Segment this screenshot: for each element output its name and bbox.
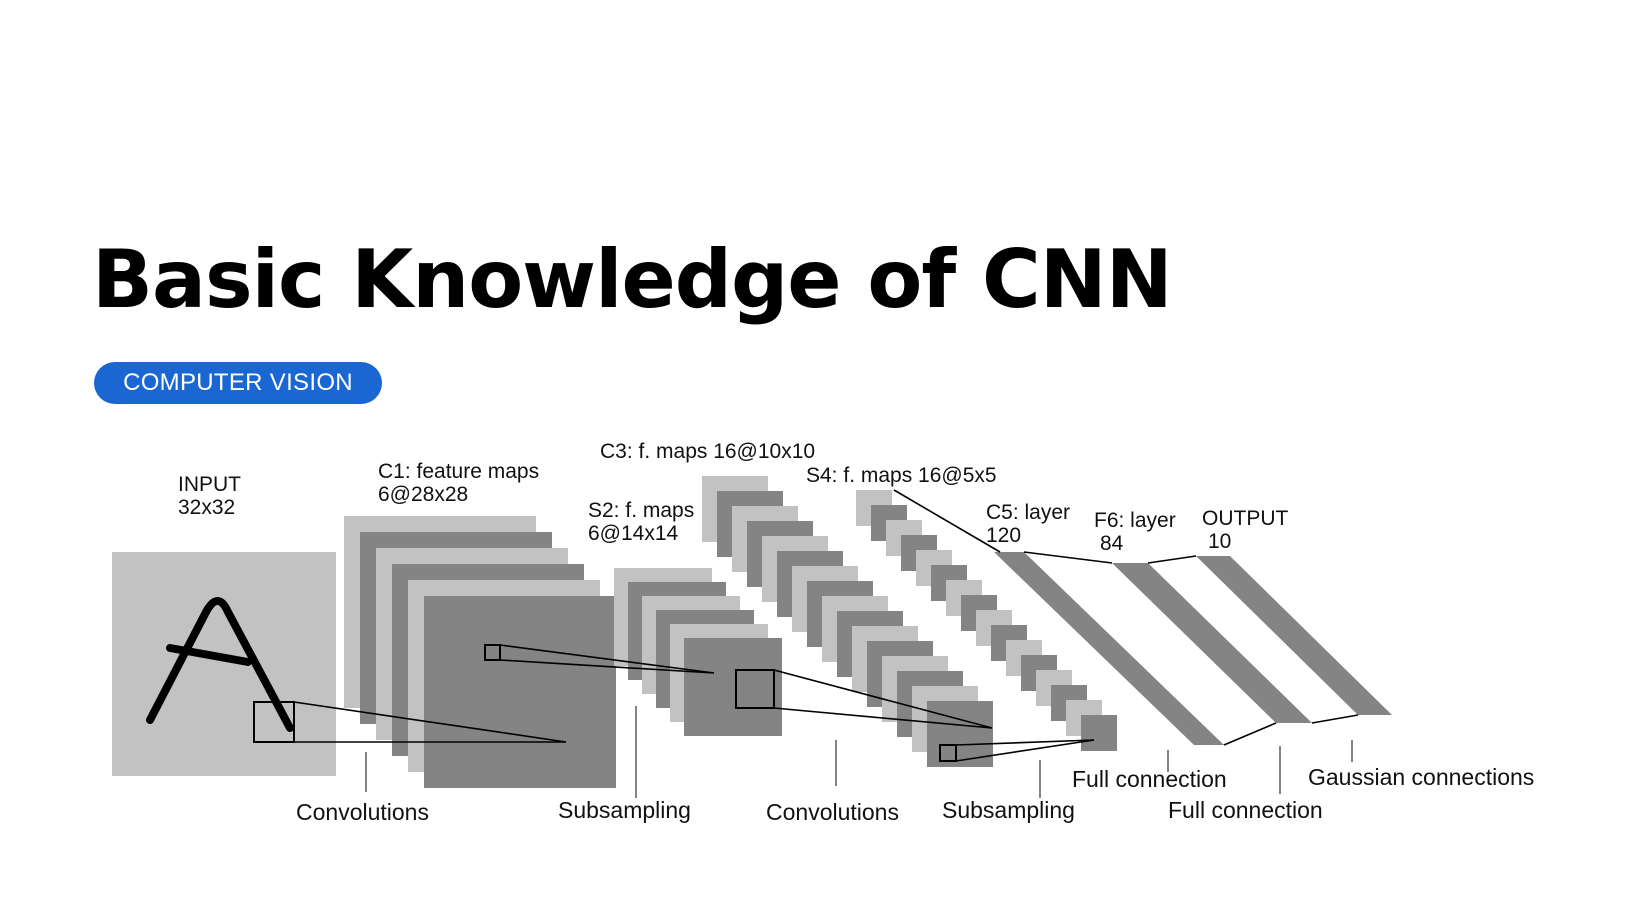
c3-feature-maps bbox=[702, 476, 993, 767]
output-size-label: 10 bbox=[1208, 530, 1231, 553]
f6-size-label: 84 bbox=[1100, 532, 1124, 555]
gaussian-connections-label: Gaussian connections bbox=[1308, 764, 1534, 790]
slide-title: Basic Knowledge of CNN bbox=[92, 233, 1173, 326]
input-size-label: 32x32 bbox=[178, 496, 235, 519]
s2-size-label: 6@14x14 bbox=[588, 522, 679, 545]
c1-label: C1: feature maps bbox=[378, 460, 539, 483]
operation-tick-lines bbox=[365, 706, 1353, 798]
subsampling-label-2: Subsampling bbox=[942, 797, 1075, 823]
s2-label: S2: f. maps bbox=[588, 499, 694, 522]
s4-label: S4: f. maps 16@5x5 bbox=[806, 464, 997, 487]
full-connection-label-2: Full connection bbox=[1168, 797, 1323, 823]
output-label: OUTPUT bbox=[1202, 507, 1289, 530]
c3-label: C3: f. maps 16@10x10 bbox=[600, 440, 815, 463]
s4-feature-maps bbox=[856, 490, 1117, 751]
s2-feature-maps bbox=[614, 568, 782, 736]
c1-size-label: 6@28x28 bbox=[378, 483, 468, 506]
f6-layer-band bbox=[1112, 563, 1312, 723]
c5-label: C5: layer bbox=[986, 501, 1070, 524]
category-tag: COMPUTER VISION bbox=[94, 362, 382, 404]
f6-label: F6: layer bbox=[1094, 509, 1176, 532]
c5-layer-band bbox=[994, 552, 1224, 745]
full-connection-label-1: Full connection bbox=[1072, 766, 1227, 792]
input-label: INPUT bbox=[178, 473, 241, 496]
input-image bbox=[112, 552, 336, 776]
output-layer-band bbox=[1196, 556, 1392, 715]
c5-size-label: 120 bbox=[986, 524, 1021, 547]
c1-feature-maps bbox=[344, 516, 616, 788]
connection-lines bbox=[293, 489, 1359, 762]
convolutions-label-1: Convolutions bbox=[296, 799, 429, 825]
convolutions-label-2: Convolutions bbox=[766, 799, 899, 825]
subsampling-label-1: Subsampling bbox=[558, 797, 691, 823]
